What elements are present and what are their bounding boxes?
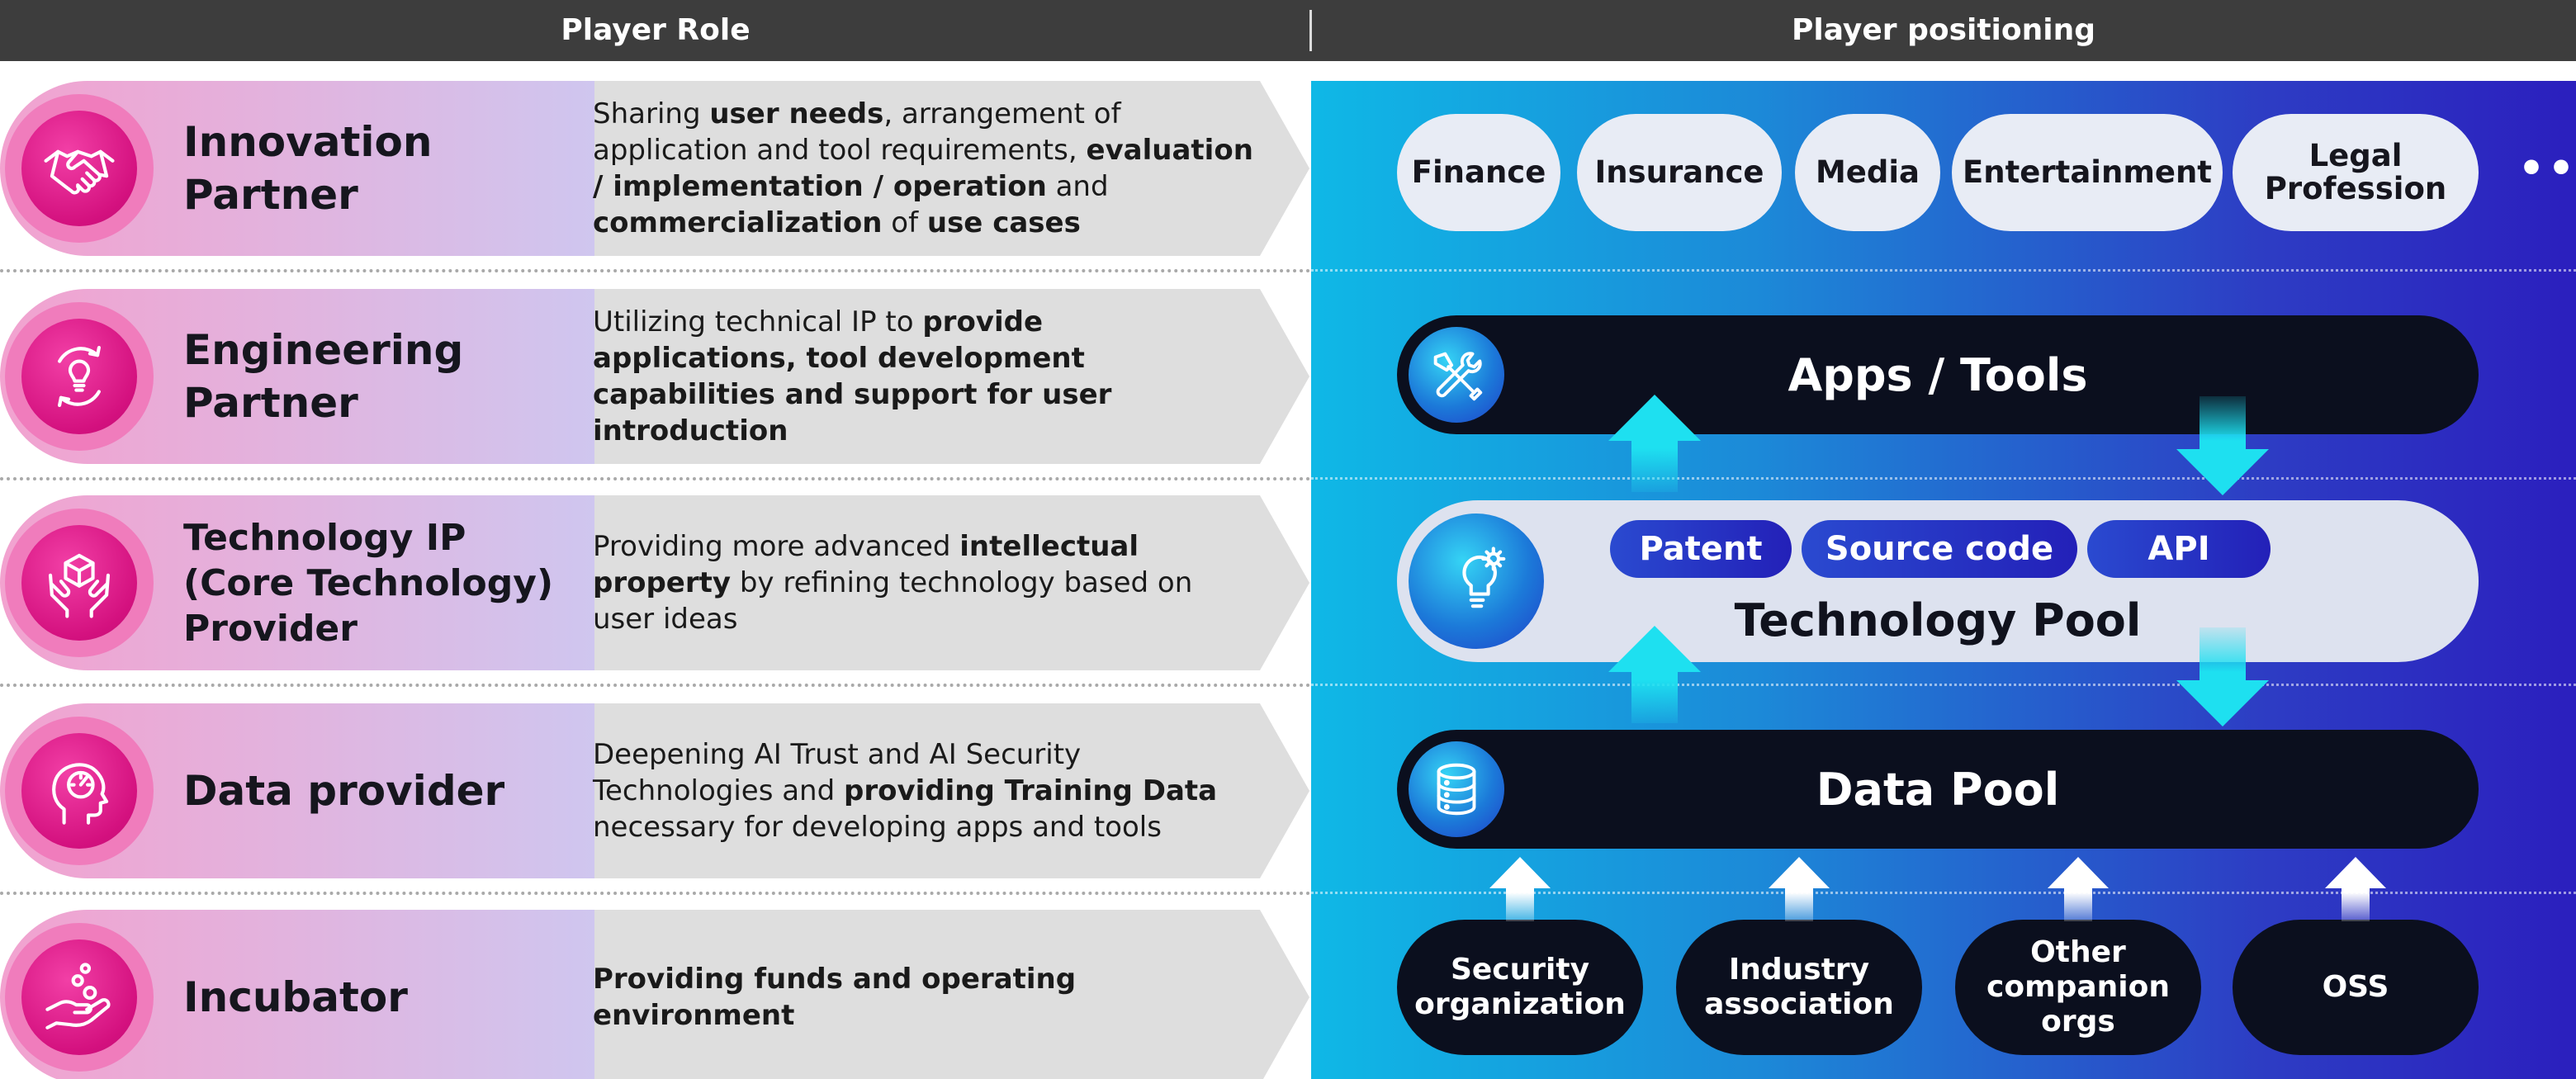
role-row: Incubator Providing funds and operating e… xyxy=(0,910,1313,1079)
role-description-text: by refining technology based on user ide… xyxy=(593,566,1193,636)
up-arrow xyxy=(1769,857,1830,921)
role-description-text: provide applications, tool development c… xyxy=(593,305,1112,447)
panel-divider xyxy=(1311,477,2576,480)
role-description-text: Providing funds and operating environmen… xyxy=(593,963,1077,1032)
org-security-organization: Security organization xyxy=(1397,920,1643,1055)
role-title: Technology IP (Core Technology) Provider xyxy=(183,516,554,650)
down-arrow xyxy=(2176,627,2269,726)
role-description-arrow xyxy=(558,289,1309,464)
industry-finance: Finance xyxy=(1397,114,1560,231)
head-gauge-icon xyxy=(21,733,137,849)
data-pool-bar: Data Pool xyxy=(1397,730,2479,849)
up-arrow xyxy=(2048,857,2109,921)
header-bar: Player Role Player positioning xyxy=(0,0,2576,61)
role-description-text: necessary for developing apps and tools xyxy=(593,811,1162,844)
role-description-arrow xyxy=(558,495,1309,670)
player-positioning-heading: Player positioning xyxy=(1792,13,2095,47)
role-description-arrow xyxy=(558,81,1309,256)
role-description-text: use cases xyxy=(926,206,1081,239)
header-divider xyxy=(1309,10,1312,51)
role-title: Incubator xyxy=(183,973,408,1021)
role-description-text: user needs xyxy=(709,97,884,130)
technology-pool: Patent Source code API Technology Pool xyxy=(1397,500,2479,662)
row-divider xyxy=(0,477,1311,480)
role-description: Providing more advanced intellectual pro… xyxy=(593,495,1253,670)
apps-tools-title: Apps / Tools xyxy=(1788,348,2088,401)
industry-legal-profession: Legal Profession xyxy=(2233,114,2479,231)
role-description-text: Sharing xyxy=(593,97,710,130)
up-arrow xyxy=(1489,857,1551,921)
lightbulb-cycle-icon xyxy=(21,319,137,434)
handshake-icon xyxy=(21,111,137,226)
player-role-heading: Player Role xyxy=(561,13,751,47)
org-industry-association: Industry association xyxy=(1676,920,1922,1055)
role-row: Engineering Partner Utilizing technical I… xyxy=(0,289,1313,464)
role-description-arrow xyxy=(558,910,1309,1079)
row-divider xyxy=(0,269,1311,272)
org-other-companion-orgs: Other companion orgs xyxy=(1955,920,2201,1055)
lightbulb-gear-icon xyxy=(1409,513,1544,649)
role-description-text: commercialization xyxy=(593,206,883,239)
down-arrow xyxy=(2176,396,2269,495)
panel-divider xyxy=(1311,684,2576,686)
role-title: Engineering Partner xyxy=(183,326,464,427)
role-icon-ring xyxy=(5,923,154,1072)
chip-patent: Patent xyxy=(1610,520,1792,578)
panel-divider xyxy=(1311,269,2576,272)
org-oss: OSS xyxy=(2233,920,2479,1055)
role-description-text: Deepening AI Trust and AI Security Techn… xyxy=(593,738,1082,807)
role-description: Deepening AI Trust and AI Security Techn… xyxy=(593,703,1253,878)
industry-insurance: Insurance xyxy=(1577,114,1782,231)
industry-entertainment: Entertainment xyxy=(1952,114,2223,231)
role-icon-ring xyxy=(5,717,154,865)
chip-source-code: Source code xyxy=(1802,520,2077,578)
row-divider xyxy=(0,684,1311,687)
hand-coins-icon xyxy=(21,939,137,1055)
role-icon-ring xyxy=(5,509,154,657)
hands-cube-icon xyxy=(21,525,137,641)
chip-api: API xyxy=(2087,520,2271,578)
role-description: Sharing user needs, arrangement of appli… xyxy=(593,81,1253,256)
database-icon xyxy=(1409,741,1504,837)
role-description-text: evaluation / implementation / operation xyxy=(593,134,1253,203)
role-title: Innovation Partner xyxy=(183,118,433,219)
role-icon-ring xyxy=(5,302,154,451)
panel-divider xyxy=(1311,892,2576,894)
role-description-text: Utilizing technical IP to xyxy=(593,305,923,338)
technology-pool-title: Technology Pool xyxy=(1734,594,2142,646)
apps-tools-bar: Apps / Tools xyxy=(1397,315,2479,434)
role-row: Innovation Partner Sharing user needs, ar… xyxy=(0,81,1313,256)
role-description-text: of xyxy=(882,206,927,239)
role-description-text: intellectual property xyxy=(593,530,1139,599)
role-title: Data provider xyxy=(183,767,505,815)
role-row: Data provider Deepening AI Trust and AI S… xyxy=(0,703,1313,878)
role-icon-ring xyxy=(5,94,154,243)
data-pool-title: Data Pool xyxy=(1816,763,2060,816)
up-arrow xyxy=(2325,857,2386,921)
role-description-text: providing Training Data xyxy=(844,774,1218,807)
role-description: Providing funds and operating environmen… xyxy=(593,910,1253,1079)
role-description-text: , arrangement of application and tool re… xyxy=(593,97,1121,167)
more-indicator: ••• xyxy=(2518,144,2576,192)
row-divider xyxy=(0,892,1311,895)
player-positioning-panel: Finance Insurance Media Entertainment Le… xyxy=(1311,81,2576,1079)
role-description-text: and xyxy=(1046,170,1109,203)
industry-media: Media xyxy=(1795,114,1940,231)
up-arrow xyxy=(1608,395,1701,492)
role-row: Technology IP (Core Technology) Provider… xyxy=(0,495,1313,670)
up-arrow xyxy=(1608,626,1701,723)
tools-icon xyxy=(1409,327,1504,423)
role-description-text: Providing more advanced xyxy=(593,530,960,563)
role-description-arrow xyxy=(558,703,1309,878)
role-description: Utilizing technical IP to provide applic… xyxy=(593,289,1253,464)
